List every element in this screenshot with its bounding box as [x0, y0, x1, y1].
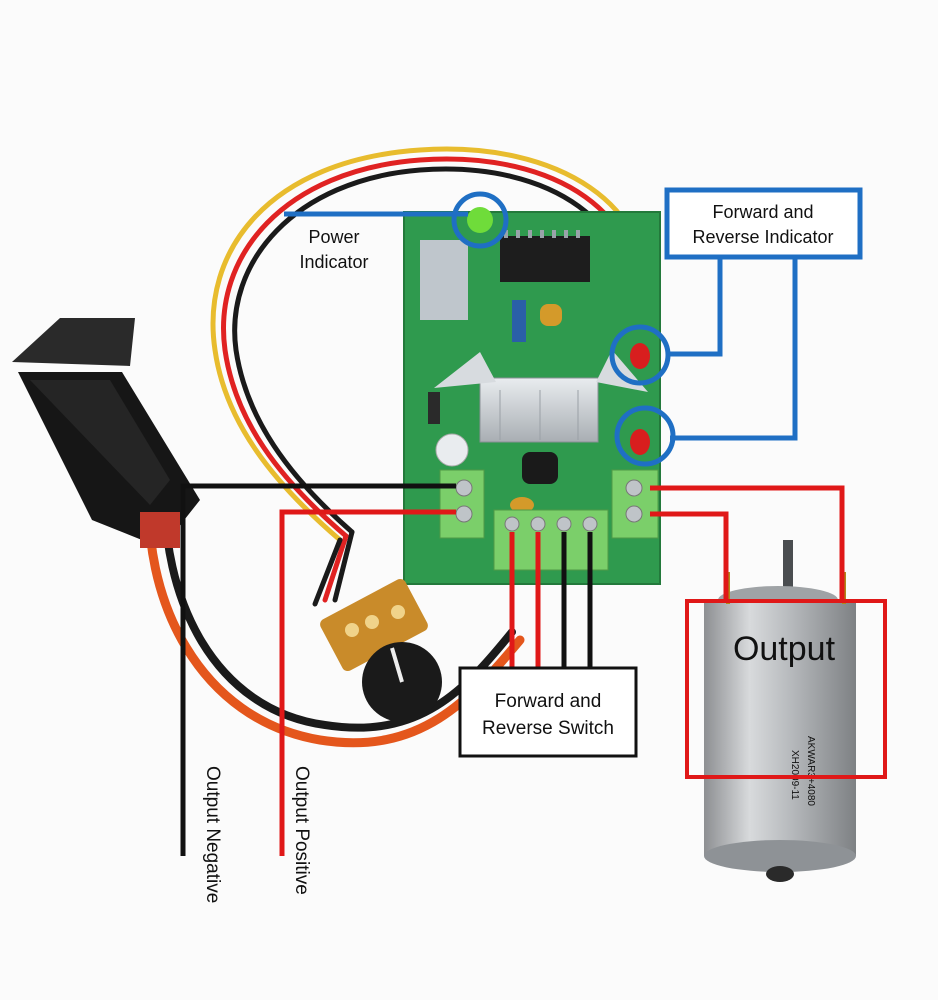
input-terminal-block	[439, 469, 485, 539]
fr-switch-label-2: Reverse Switch	[482, 718, 614, 739]
switch-wires	[509, 532, 593, 668]
output-positive-wire	[279, 509, 456, 856]
pot-leads	[312, 529, 355, 607]
reverse-led	[630, 429, 650, 455]
output-negative-wire	[180, 483, 456, 856]
output-box	[685, 599, 887, 779]
ic-chip	[500, 236, 590, 282]
motor-terminal-block	[611, 469, 659, 539]
output-positive-label: Output Positive	[291, 766, 312, 895]
motor-print-1: AKWAR3+4080	[805, 736, 816, 806]
fr-indicator-label-1: Forward and	[712, 202, 813, 222]
motor-wires	[650, 485, 845, 600]
power-indicator-callout	[284, 191, 509, 249]
output-label: Output	[733, 630, 836, 668]
fr-indicator-callout	[609, 187, 863, 467]
regulator-heatsink	[420, 240, 468, 320]
power-led	[467, 207, 493, 233]
power-indicator-label-2: Indicator	[299, 252, 368, 272]
power-indicator-label-1: Power	[308, 227, 359, 247]
forward-led	[630, 343, 650, 369]
fr-switch-box	[458, 666, 638, 758]
led-icon	[467, 207, 650, 455]
fr-switch-label-1: Forward and	[495, 691, 602, 712]
heatsink-icon	[434, 350, 648, 443]
dc-motor-icon: AKWAR3+4080 XH2009-11	[704, 540, 856, 882]
fr-indicator-label-2: Reverse Indicator	[692, 227, 833, 247]
output-negative-label: Output Negative	[202, 766, 223, 903]
potentiometer-knob-icon	[320, 578, 442, 722]
rocker-switch-icon	[12, 318, 200, 548]
